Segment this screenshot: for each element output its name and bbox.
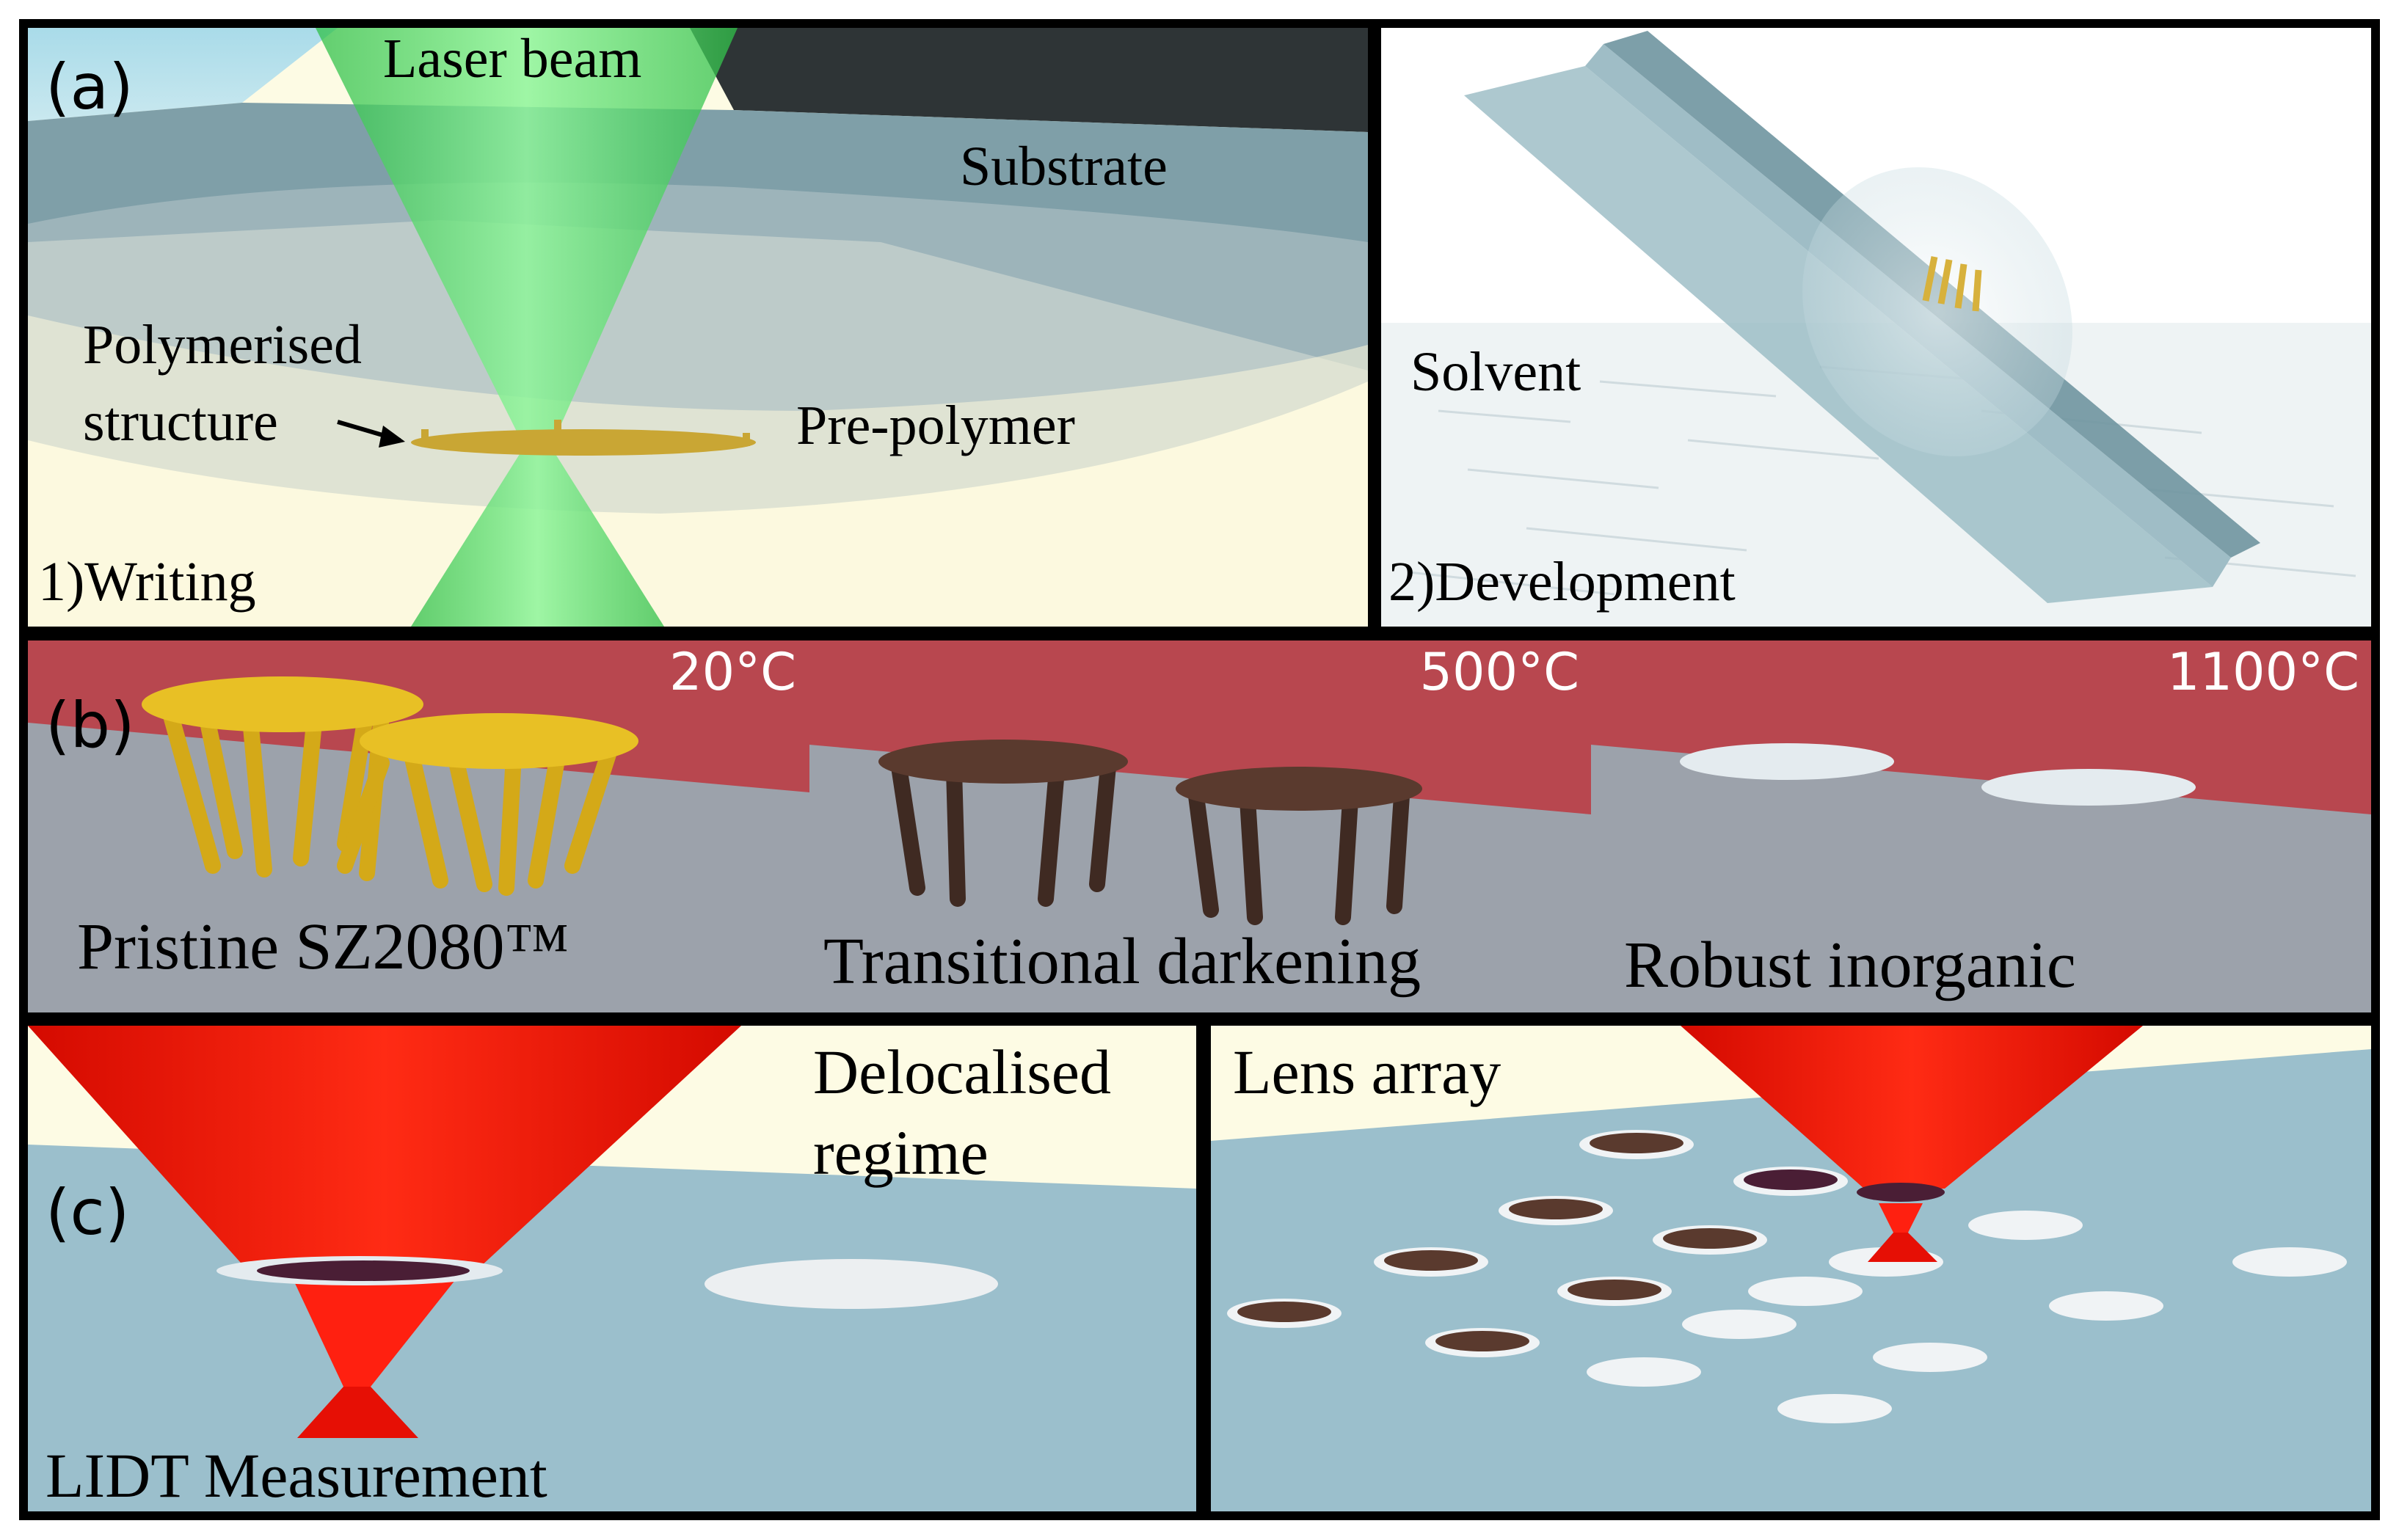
laser-cone-upper: [316, 28, 738, 440]
lens-table-17: [1777, 1394, 1892, 1504]
structure-label: structure: [83, 391, 278, 453]
lens-table-1: [1579, 1130, 1694, 1240]
lens-table-10: [2049, 1291, 2163, 1401]
panel-c-lidt: [28, 1026, 1196, 1511]
darkened-table-2-top: [1176, 767, 1422, 811]
panel-a-development: [1381, 28, 2371, 627]
laser-beam-label: Laser beam: [383, 28, 641, 90]
delocalised-table-top: [705, 1259, 998, 1309]
lens-table-12: [1227, 1299, 1342, 1409]
temp-20c: 20°C: [669, 642, 796, 702]
panel-a-writing: [28, 28, 1368, 627]
panel-c-tag: (c): [45, 1176, 129, 1249]
pristine-label: Pristine SZ2080™: [77, 911, 569, 983]
substrate-slab: [28, 103, 1368, 371]
heat-band-3: [1591, 641, 2371, 814]
array-beam-lower: [1879, 1203, 1923, 1233]
pristine-table-2: [337, 744, 617, 896]
panel-a-tag: (a): [45, 51, 134, 124]
inorganic-table-2-top: [1981, 769, 2196, 806]
lens-table-16: [1587, 1357, 1701, 1467]
solvent-label: Solvent: [1410, 341, 1581, 403]
lidt-table-front-legs: [211, 1271, 523, 1480]
pristine-table-2-top: [360, 713, 638, 769]
robust-label: Robust inorganic: [1624, 929, 2076, 1001]
darkened-table-2: [1188, 788, 1410, 925]
delocalised-label: Delocalised: [813, 1037, 1111, 1107]
lens-grid: [1227, 1130, 2347, 1504]
laser-cone-lower: [411, 440, 664, 627]
panel-b: [28, 641, 2371, 1012]
pristine-table-1-top: [142, 676, 423, 732]
regime-label: regime: [813, 1117, 989, 1188]
resin-dome: [1802, 167, 2072, 457]
labels: (a) Laser beam Substrate Polymerised str…: [38, 28, 2359, 1511]
polymerised-label: Polymerised: [83, 314, 362, 376]
panel-c-lens-array: [1211, 1026, 2371, 1511]
inorganic-table-2: [1988, 784, 2188, 925]
writing-label: 1)Writing: [38, 551, 256, 613]
temp-1100c: 1100°C: [2167, 642, 2359, 702]
darkened-table-1-top: [878, 740, 1128, 784]
substrate-label: Substrate: [960, 136, 1168, 197]
lens-array-label: Lens array: [1233, 1037, 1501, 1107]
array-beam-upper: [1681, 1026, 2143, 1189]
panel-b-tag: (b): [45, 689, 135, 762]
transitional-label: Transitional darkening: [823, 925, 1421, 998]
lens-table-2: [1733, 1167, 1848, 1277]
darkened-table-1: [891, 759, 1116, 907]
temp-500c: 500°C: [1420, 642, 1580, 702]
lidt-label: LIDT Measurement: [45, 1440, 547, 1511]
arrow-head-icon: [379, 426, 405, 448]
lidt-beam-lower: [294, 1280, 455, 1387]
polymerised-structure: [411, 429, 756, 456]
delocalised-table-legs: [710, 1290, 1000, 1476]
panel-frames: [19, 19, 2380, 1520]
lens-table-6: [1968, 1211, 2083, 1321]
developed-structure: [1922, 256, 1982, 312]
development-label: 2)Development: [1388, 551, 1736, 613]
lens-table-15: [1873, 1343, 1987, 1453]
lens-table-11: [2232, 1247, 2347, 1357]
inorganic-table-1-top: [1680, 743, 1894, 780]
heat-band-2: [809, 641, 1591, 814]
pre-polymer-label: Pre-polymer: [796, 395, 1075, 456]
lens-table-13: [1425, 1328, 1540, 1438]
lidt-beam-upper: [28, 1026, 741, 1277]
inorganic-table-1: [1687, 759, 1887, 899]
